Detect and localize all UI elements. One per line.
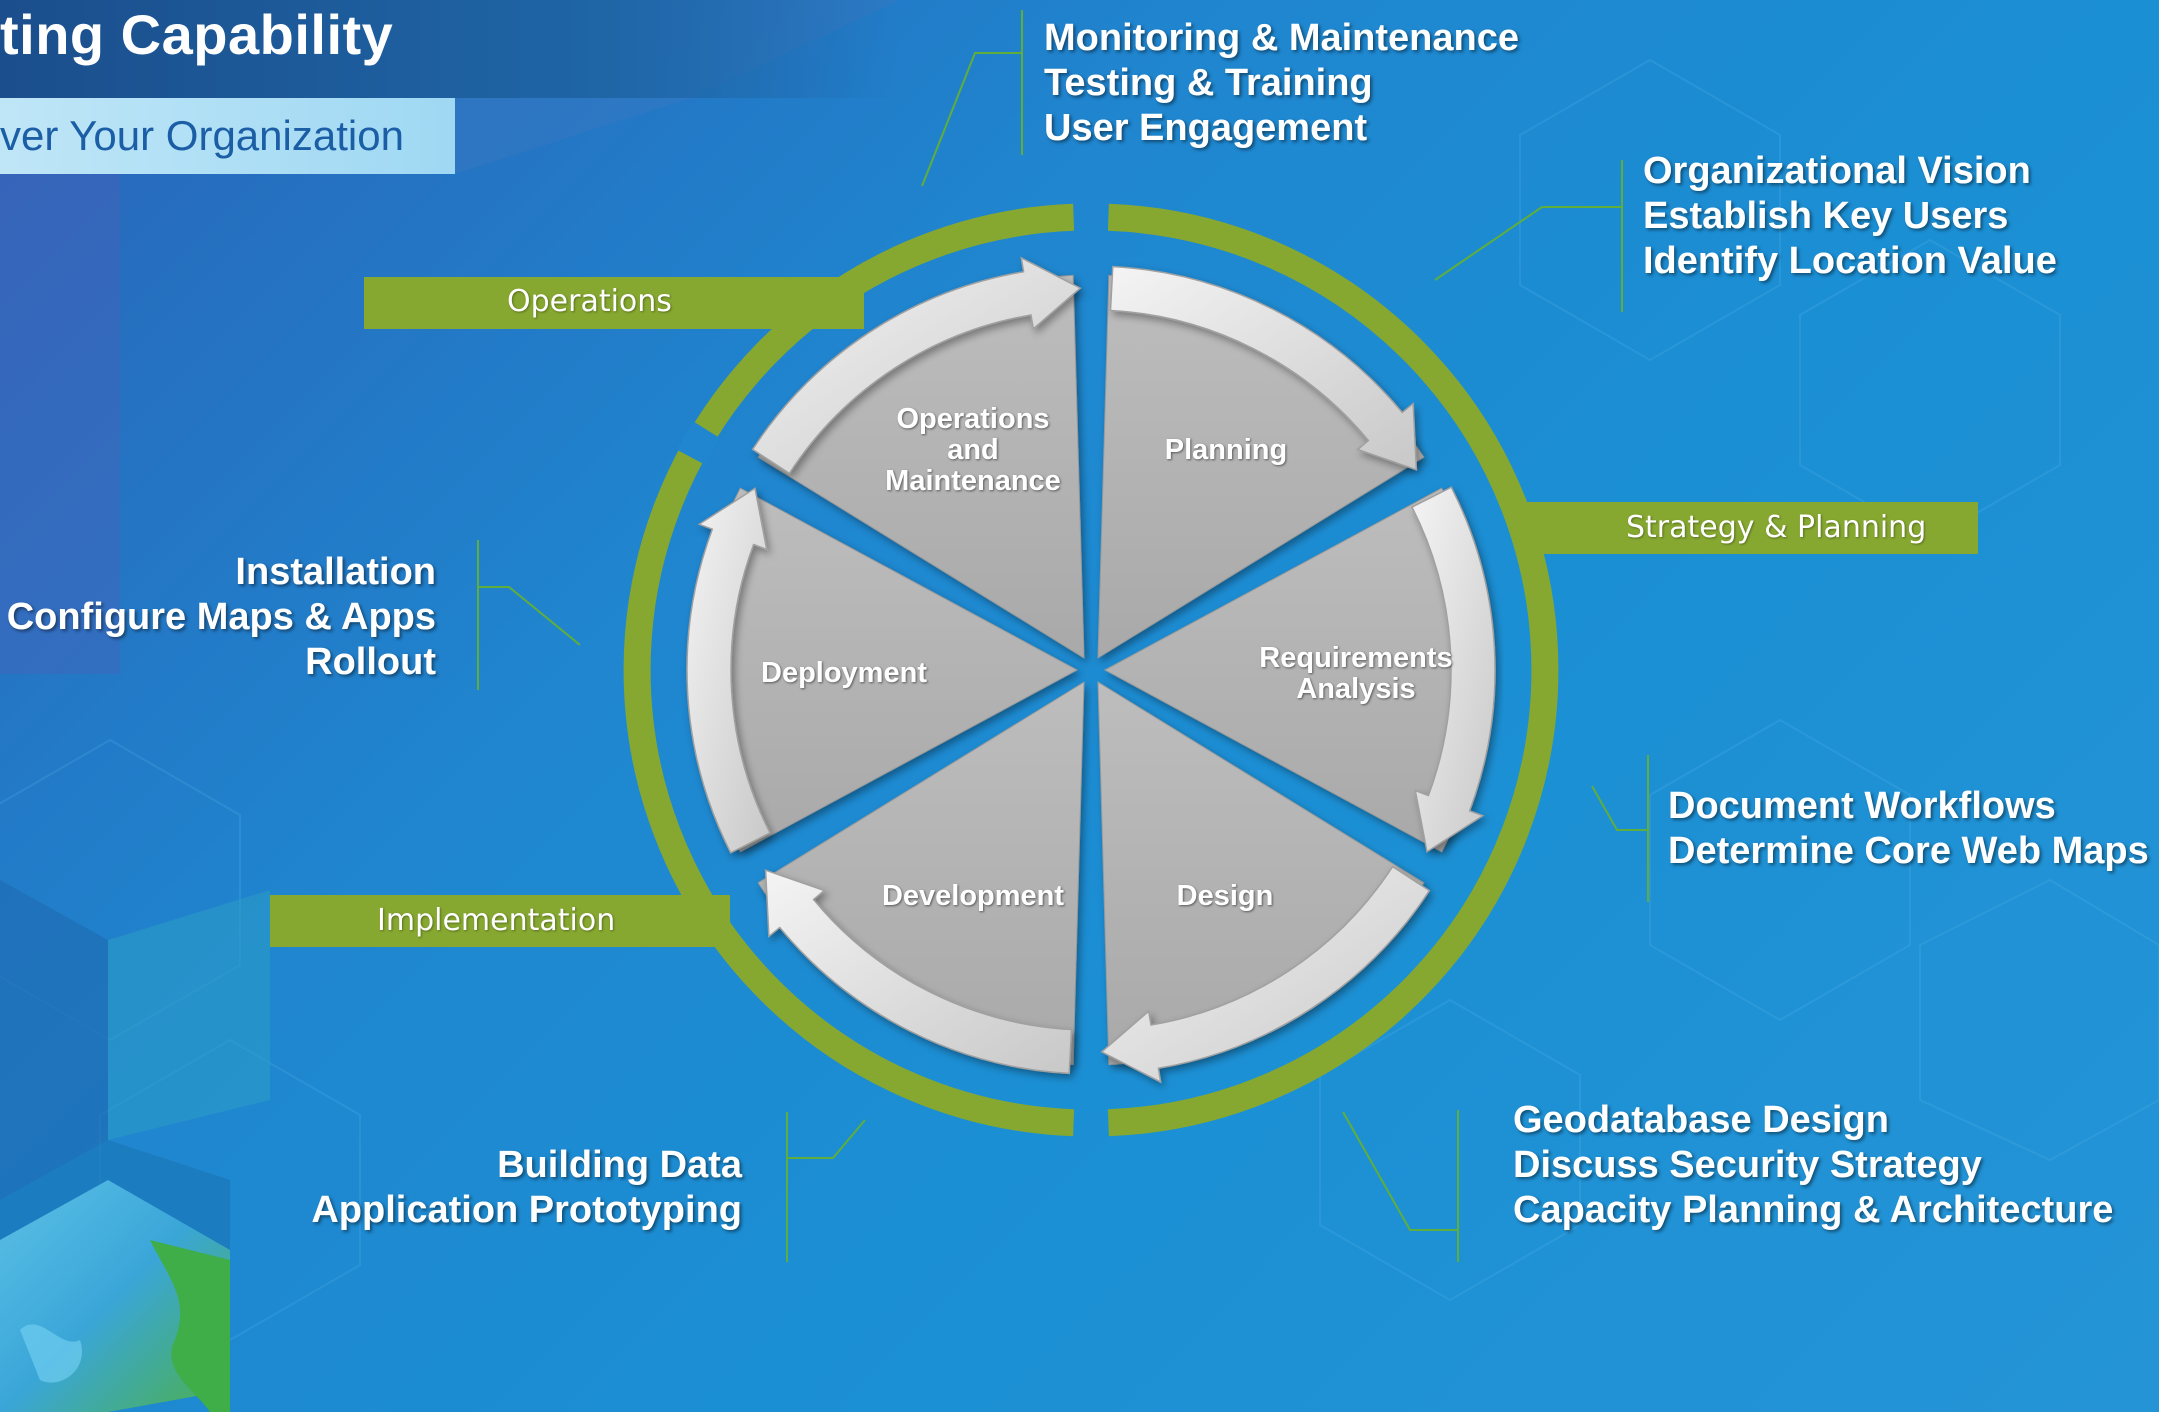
note-line: Configure Maps & Apps [6, 596, 436, 638]
title-band [0, 0, 900, 98]
cycle-arrow [764, 869, 1073, 1075]
segment-label-planning: Planning [1164, 434, 1288, 466]
segment-label-line: Analysis [1296, 673, 1416, 705]
requirements-notes: Document Workflows Determine Core Web Ma… [1668, 784, 2149, 874]
phase-ring [623, 203, 1559, 1137]
segment-label-development: Development [881, 880, 1065, 912]
implementation-phase-bar [270, 895, 730, 947]
note-line: Geodatabase Design [1513, 1099, 1889, 1141]
connector-lines [477, 10, 1649, 1262]
deployment-notes: Installation Configure Maps & Apps Rollo… [0, 550, 436, 685]
note-line: Organizational Vision [1643, 150, 2031, 192]
note-line: Application Prototyping [311, 1189, 742, 1231]
note-line: Building Data [497, 1144, 742, 1186]
cycle-arrow [1410, 486, 1496, 853]
note-line: Establish Key Users [1643, 195, 2009, 237]
operations-phase-label: Operations [507, 284, 672, 319]
strategy-phase-label: Strategy & Planning [1626, 510, 1927, 545]
note-line: Discuss Security Strategy [1513, 1144, 1982, 1186]
implementation-phase-label: Implementation [377, 903, 616, 938]
ring-right-half [1107, 203, 1559, 1137]
cycle-arrow [686, 487, 772, 854]
segment-label-line: Maintenance [885, 465, 1061, 497]
cycle-arrow [751, 256, 1082, 475]
strategy-phase-bar [1525, 502, 1978, 554]
segment-label-line: and [947, 434, 999, 466]
cycle-arrows [686, 256, 1496, 1084]
segment-label-deployment: Deployment [761, 657, 927, 689]
operations-phase-bar [364, 277, 864, 329]
page-subtitle: ver Your Organization [0, 112, 404, 159]
segment-label-design: Design [1176, 880, 1274, 912]
page-title: ting Capability [0, 3, 394, 66]
note-line: Capacity Planning & Architecture [1513, 1189, 2114, 1231]
planning-notes: Organizational Vision Establish Key User… [1643, 149, 2057, 284]
note-line: Installation [235, 551, 436, 593]
operations-notes: Monitoring & Maintenance Testing & Train… [1044, 16, 1519, 151]
note-line: User Engagement [1044, 107, 1368, 149]
segment-label-operations-maintenance: Operations and Maintenance [862, 404, 1084, 497]
ring-left-half [623, 203, 1075, 1137]
note-line: Rollout [305, 641, 436, 683]
note-line: Monitoring & Maintenance [1044, 17, 1519, 59]
cycle-arrow [1109, 265, 1418, 471]
segment-label-requirements: Requirements Analysis [1236, 643, 1476, 705]
design-notes: Geodatabase Design Discuss Security Stra… [1513, 1098, 2113, 1233]
note-line: Determine Core Web Maps [1668, 830, 2149, 872]
development-notes: Building Data Application Prototyping [250, 1143, 742, 1233]
ring-gap [676, 421, 721, 465]
note-line: Document Workflows [1668, 785, 2056, 827]
segment-label-line: Operations [896, 403, 1050, 435]
note-line: Testing & Training [1044, 62, 1373, 104]
segment-label-line: Requirements [1259, 642, 1453, 674]
cycle-arrow [1100, 865, 1431, 1084]
subtitle-band [0, 98, 455, 174]
note-line: Identify Location Value [1643, 240, 2057, 282]
